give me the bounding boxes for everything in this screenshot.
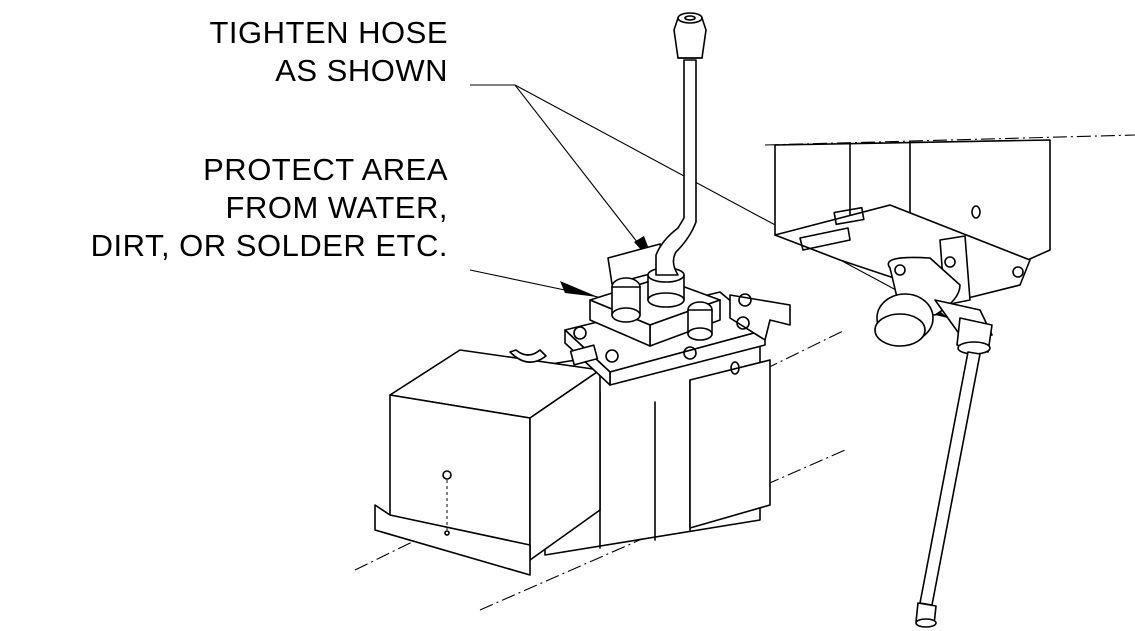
protect-area-line-1: PROTECT AREA [203, 152, 448, 187]
right-hose [915, 317, 993, 628]
arrowhead-protect [560, 281, 598, 297]
protect-area-callout: PROTECT AREA FROM WATER, DIRT, OR SOLDER… [91, 151, 448, 265]
tighten-hose-line-2: AS SHOWN [275, 53, 448, 88]
cover-box [374, 349, 601, 576]
right-unit [774, 139, 1051, 347]
tighten-hose-line-1: TIGHTEN HOSE [209, 15, 448, 50]
hose-assembly [647, 12, 707, 308]
tighten-hose-callout: TIGHTEN HOSE AS SHOWN [209, 14, 448, 90]
protect-area-line-2: FROM WATER, [225, 190, 448, 225]
protect-area-line-3: DIRT, OR SOLDER ETC. [90, 228, 448, 263]
